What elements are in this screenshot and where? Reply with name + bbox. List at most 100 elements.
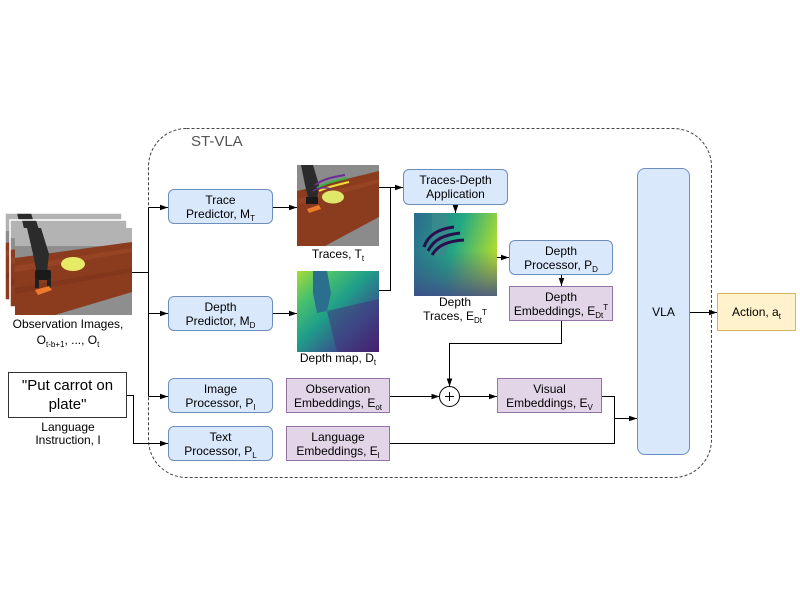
- language-embeddings-text: Embeddings, E: [296, 443, 378, 458]
- trace-line-green: [316, 177, 348, 189]
- depth-trace-line-1: [422, 225, 455, 248]
- connector-language-embeddings-to-vla: [390, 418, 615, 444]
- depth-processor-subscript: D: [592, 264, 598, 274]
- traces-depth-application: Traces-Depth Application: [403, 169, 508, 205]
- action-label-text: Action, a: [732, 305, 779, 319]
- traces-image: [297, 165, 379, 246]
- trace-predictor-subscript: T: [250, 213, 255, 223]
- depth-embeddings-line2: Embeddings, EDtT: [513, 302, 609, 320]
- image-processor-line1: Image: [203, 381, 238, 396]
- depth-traces-image-label: Depth Traces, EDtT: [405, 295, 505, 325]
- depth-traces-label-superscript: T: [482, 308, 487, 317]
- observation-embeddings: Observation Embeddings, Eot: [286, 378, 390, 413]
- language-embeddings-line1: Language: [311, 429, 365, 444]
- depth-map-image-label-subscript: t: [373, 358, 377, 367]
- traces-image-label-text: Traces, T: [311, 247, 362, 261]
- trace-predictor-line2: Predictor, MT: [186, 206, 255, 223]
- observation-images-label: Observation Images, Ot-b+1, ..., Ot: [0, 316, 136, 349]
- image-processor-subscript: I: [253, 402, 256, 412]
- depth-predictor-text: Predictor, M: [185, 313, 250, 328]
- trace-predictor-text: Predictor, M: [186, 206, 251, 221]
- depth-embeddings-subscript: Dt: [595, 310, 604, 320]
- trace-predictor: Trace Predictor, MT: [168, 189, 273, 224]
- trace-predictor-line1: Trace: [205, 192, 236, 207]
- text-processor-line1: Text: [209, 429, 232, 444]
- depth-map-image-label: Depth map, Dt: [278, 351, 398, 367]
- depth-traces-label-text: Traces, E: [423, 309, 474, 323]
- arrow-instruction-to-text-processor: [127, 395, 168, 447]
- action-label-line: Action, at: [732, 305, 781, 321]
- text-processor-subscript: L: [252, 450, 257, 460]
- depth-embeddings-text: Embeddings, E: [513, 303, 596, 318]
- image-processor-line2: Processor, PI: [185, 395, 256, 412]
- observation-images-label-line1: Observation Images,: [12, 317, 124, 331]
- observation-image-front: [15, 228, 132, 315]
- traces-image-gripper: [306, 197, 318, 204]
- text-processor-line2: Processor, PL: [184, 443, 257, 460]
- language-embeddings-line2: Embeddings, El: [296, 443, 380, 460]
- instruction-text-line2: plate": [48, 396, 87, 413]
- connector-depth-map-to-application: [379, 187, 391, 291]
- image-processor-text: Processor, P: [185, 395, 254, 410]
- depth-map-image-label-text: Depth map, D: [299, 351, 374, 365]
- depth-traces-label-line1: Depth: [438, 295, 472, 309]
- depth-embeddings: Depth Embeddings, EDtT: [509, 286, 613, 321]
- depth-processor-text: Processor, P: [524, 257, 593, 272]
- depth-predictor-line1: Depth: [204, 299, 237, 314]
- depth-processor-line1: Depth: [544, 243, 578, 258]
- arrow-visual-embeddings-to-vla: [602, 396, 637, 422]
- traces-image-label-subscript: t: [361, 254, 365, 263]
- plus-operator: [439, 386, 460, 407]
- language-embeddings: Language Embeddings, El: [286, 426, 390, 461]
- instruction-label-line1: Language: [41, 420, 95, 434]
- depth-predictor: Depth Predictor, MD: [168, 296, 273, 331]
- depth-traces-shade: [414, 213, 497, 296]
- depth-embeddings-line1: Depth: [544, 289, 578, 304]
- observation-embeddings-text: Embeddings, E: [293, 395, 376, 410]
- depth-map-image: [297, 271, 379, 352]
- text-processor-text: Processor, P: [184, 443, 253, 458]
- depth-embeddings-superscript: T: [603, 302, 609, 312]
- observation-rest-symbol: , ..., O: [64, 333, 98, 347]
- instruction-label: Language Instruction, I: [0, 421, 136, 447]
- visual-embeddings-text: Embeddings, E: [506, 395, 588, 410]
- language-embeddings-subscript: l: [377, 450, 380, 460]
- observation-images-stack: [4, 212, 132, 315]
- traces-depth-application-line2: Application: [426, 187, 485, 201]
- trace-line-purple-short: [312, 186, 332, 192]
- text-processor: Text Processor, PL: [168, 426, 273, 461]
- plus-icon: [445, 392, 454, 401]
- observation-embeddings-subscript: ot: [375, 402, 383, 412]
- observation-images-label-line2: Ot-b+1, ..., Ot: [0, 332, 136, 349]
- depth-traces-image: [414, 213, 497, 296]
- observation-last-subscript: t: [97, 340, 100, 349]
- connectors: [127, 184, 717, 447]
- depth-traces-label-line2: Traces, EDtT: [405, 308, 505, 325]
- visual-embeddings: Visual Embeddings, EV: [497, 378, 602, 413]
- arrow-depth-embeddings-to-sum: [446, 321, 562, 387]
- visual-embeddings-subscript: V: [587, 402, 593, 412]
- depth-trace-line-3: [430, 238, 465, 256]
- traces-image-label: Traces, Tt: [288, 247, 388, 263]
- vla-label: VLA: [652, 304, 675, 319]
- depth-trace-line-2: [426, 231, 461, 252]
- observation-first-symbol: O: [36, 333, 46, 347]
- traces-image-carrot: [307, 205, 321, 213]
- instruction-text-line1: "Put carrot on: [21, 377, 114, 394]
- image-processor: Image Processor, PI: [168, 378, 273, 413]
- depth-map-far-region: [327, 299, 379, 352]
- st-vla-title: ST-VLA: [191, 133, 243, 150]
- visual-embeddings-line2: Embeddings, EV: [506, 395, 593, 412]
- depth-processor: Depth Processor, PD: [509, 240, 613, 275]
- visual-embeddings-line1: Visual: [533, 381, 566, 396]
- depth-map-robot-arm: [313, 271, 331, 313]
- depth-traces-robot-arm: [432, 213, 450, 257]
- depth-predictor-subscript: D: [249, 320, 256, 330]
- observation-embeddings-line1: Observation: [305, 381, 371, 396]
- depth-traces-label-subscript: Dt: [474, 316, 482, 325]
- action-output: Action, at: [717, 293, 796, 331]
- observation-embeddings-line2: Embeddings, Eot: [293, 395, 383, 412]
- instruction-label-line2: Instruction, I: [35, 433, 101, 447]
